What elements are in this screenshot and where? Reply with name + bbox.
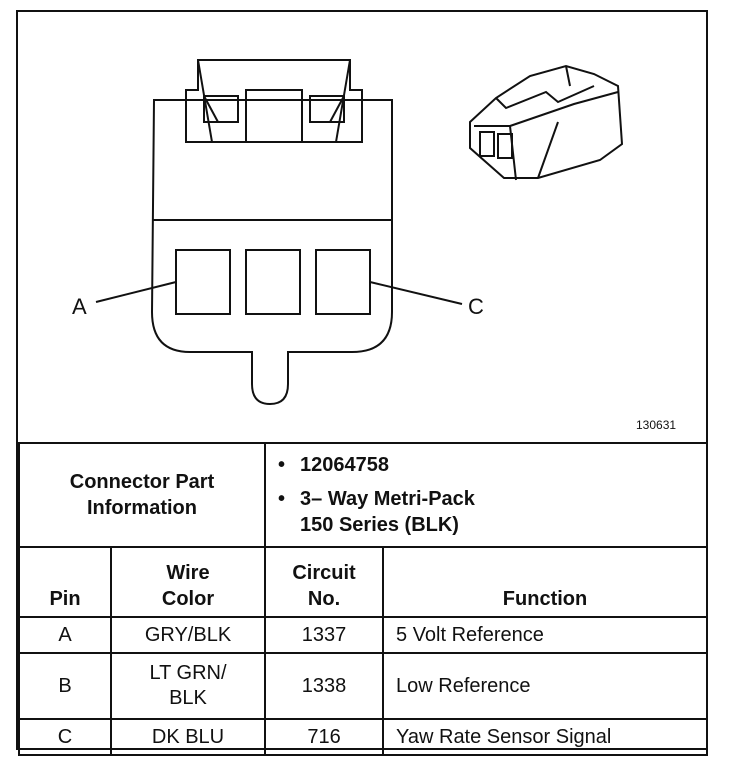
header-circuit-line2: No.: [307, 588, 341, 610]
wire-color-line1: LT GRN/: [149, 662, 227, 684]
connector-part-label: Connector Part Information: [17, 442, 267, 548]
table-row: A GRY/BLK 1337 5 Volt Reference: [18, 616, 709, 654]
connector-part-row: Connector Part Information •12064758 •3–…: [17, 442, 709, 548]
function-cell: 5 Volt Reference: [382, 616, 709, 654]
function-cell: Low Reference: [382, 652, 709, 720]
header-circuit-line1: Circuit: [292, 562, 356, 584]
part-description-line1: 3– Way Metri-Pack: [300, 488, 475, 510]
connector-info-frame: A C 130631 Connector Part Information •1…: [16, 10, 709, 756]
part-number: 12064758: [300, 454, 389, 476]
pin-label-c: C: [468, 294, 484, 319]
header-row: Pin Wire Color Circuit No. Function: [18, 546, 709, 618]
header-circuit: Circuit No.: [264, 546, 385, 618]
circuit-cell: 1337: [264, 616, 385, 654]
connector-face-outline: [95, 59, 463, 406]
pin-cell: A: [18, 616, 112, 654]
wire-color-cell: DK BLU: [109, 718, 267, 756]
figure-number: 130631: [636, 418, 677, 432]
circuit-cell: 716: [264, 718, 385, 756]
header-wire-color-line2: Color: [161, 588, 215, 610]
function-cell: Yaw Rate Sensor Signal: [382, 718, 709, 756]
header-function: Function: [382, 546, 709, 618]
connector-face-drawing: [95, 59, 624, 406]
wire-color-cell: GRY/BLK: [109, 616, 267, 654]
header-wire-color: Wire Color: [109, 546, 267, 618]
connector-diagram: A C 130631: [18, 12, 706, 442]
pin-label-a: A: [72, 294, 87, 319]
pin-cell: B: [18, 652, 112, 720]
connector-pinout-table: Connector Part Information •12064758 •3–…: [17, 442, 709, 756]
connector-perspective-drawing: [469, 64, 624, 181]
wire-color-line2: BLK: [169, 687, 207, 709]
connector-part-details: •12064758 •3– Way Metri-Pack 150 Series …: [264, 442, 709, 548]
header-wire-color-line1: Wire: [166, 562, 210, 584]
table-row: C DK BLU 716 Yaw Rate Sensor Signal: [18, 718, 709, 756]
part-description-line2: 150 Series (BLK): [300, 514, 459, 536]
wire-color-cell: LT GRN/ BLK: [109, 652, 267, 720]
table-row: B LT GRN/ BLK 1338 Low Reference: [18, 652, 709, 720]
header-pin: Pin: [18, 546, 112, 618]
pin-cell: C: [18, 718, 112, 756]
circuit-cell: 1338: [264, 652, 385, 720]
